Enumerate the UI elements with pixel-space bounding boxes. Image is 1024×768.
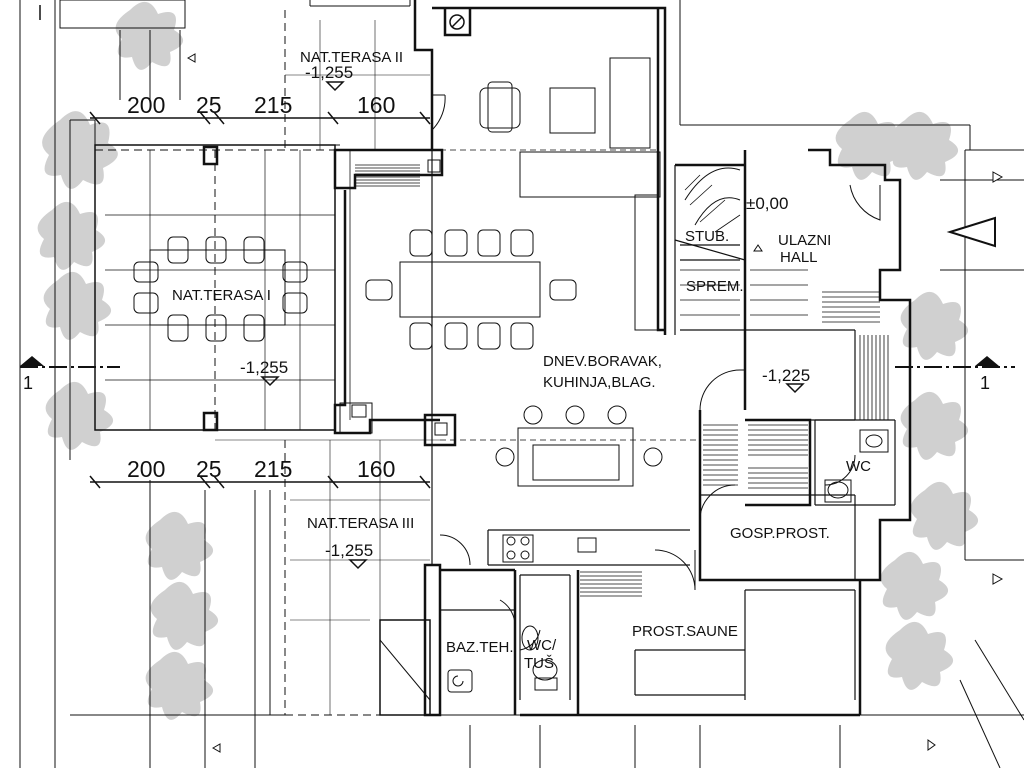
terrace-3: [211, 439, 440, 753]
misc-symbols: [39, 5, 465, 30]
dim-bottom-160: 160: [357, 456, 395, 482]
room-labels: NAT.TERASA II NAT.TERASA I NAT.TERASA II…: [172, 49, 871, 672]
label-nat-terasa-2: NAT.TERASA II: [300, 49, 403, 66]
foliage-shape: [150, 581, 219, 650]
terrace-2: [186, 10, 430, 150]
level-terasa-3: -1,255: [325, 541, 373, 560]
level-terasa-2: -1,255: [305, 63, 353, 82]
label-nat-terasa-1: NAT.TERASA I: [172, 287, 271, 304]
foliage-shape: [835, 111, 904, 180]
level-utility: -1,225: [762, 366, 810, 385]
dimension-labels: 200 25 215 160 200 25 215 160: [127, 92, 395, 482]
dim-bottom-25: 25: [196, 456, 222, 482]
foliage-shape: [37, 201, 106, 270]
label-wc-tus-1: WC/: [527, 637, 557, 654]
door-swings: [431, 94, 881, 651]
dim-top-25: 25: [196, 92, 222, 118]
label-stub: STUB.: [685, 228, 729, 245]
label-ulazni: ULAZNI: [778, 232, 831, 249]
label-wc: WC: [846, 458, 871, 475]
foliage-shape: [115, 1, 184, 70]
foliage-shape: [43, 271, 112, 340]
dim-bottom-200: 200: [127, 456, 165, 482]
dim-top-160: 160: [357, 92, 395, 118]
dim-top-215: 215: [254, 92, 292, 118]
foliage-shape: [910, 481, 979, 550]
label-gosp-prost: GOSP.PROST.: [730, 525, 830, 542]
dimension-lines: [89, 111, 431, 489]
section-labels: 1 1: [23, 373, 990, 393]
foliage-shape: [890, 111, 959, 180]
label-prost-saune: PROST.SAUNE: [632, 623, 738, 640]
section-label-left: 1: [23, 373, 33, 393]
foliage-shape: [42, 111, 118, 189]
section-label-right: 1: [980, 373, 990, 393]
label-kuhinja-blag: KUHINJA,BLAG.: [543, 374, 656, 391]
level-labels: -1,255 -1,255 -1,255 ±0,00 -1,225: [240, 63, 810, 560]
dim-bottom-215: 215: [254, 456, 292, 482]
foliage-shape: [45, 381, 114, 450]
entrance-arrow-icon: [927, 171, 1004, 751]
level-marker-icon: [260, 81, 805, 570]
site-lines: [19, 0, 1024, 768]
landscape-foliage: [37, 1, 979, 720]
interior-walls: [349, 149, 896, 700]
dim-top-200: 200: [127, 92, 165, 118]
foliage-shape: [900, 291, 969, 360]
living-furniture: [339, 57, 663, 563]
wc-fixtures: [447, 429, 889, 693]
level-hall: ±0,00: [746, 194, 788, 213]
section-arrow-icon: [20, 356, 999, 366]
level-terasa-1: -1,255: [240, 358, 288, 377]
label-nat-terasa-3: NAT.TERASA III: [307, 515, 414, 532]
foliage-shape: [880, 551, 949, 620]
label-wc-tus-2: TUŠ: [524, 655, 554, 672]
foliage-shape: [900, 391, 969, 460]
foliage-shape: [885, 621, 954, 690]
foliage-shape: [145, 651, 214, 720]
label-hall: HALL: [780, 249, 818, 266]
stair-hatching: [355, 164, 889, 597]
label-dnev-boravak: DNEV.BORAVAK,: [543, 353, 662, 370]
foliage-shape: [145, 511, 214, 580]
label-sprem: SPREM.: [686, 278, 744, 295]
label-baz-teh: BAZ.TEH.: [446, 639, 514, 656]
